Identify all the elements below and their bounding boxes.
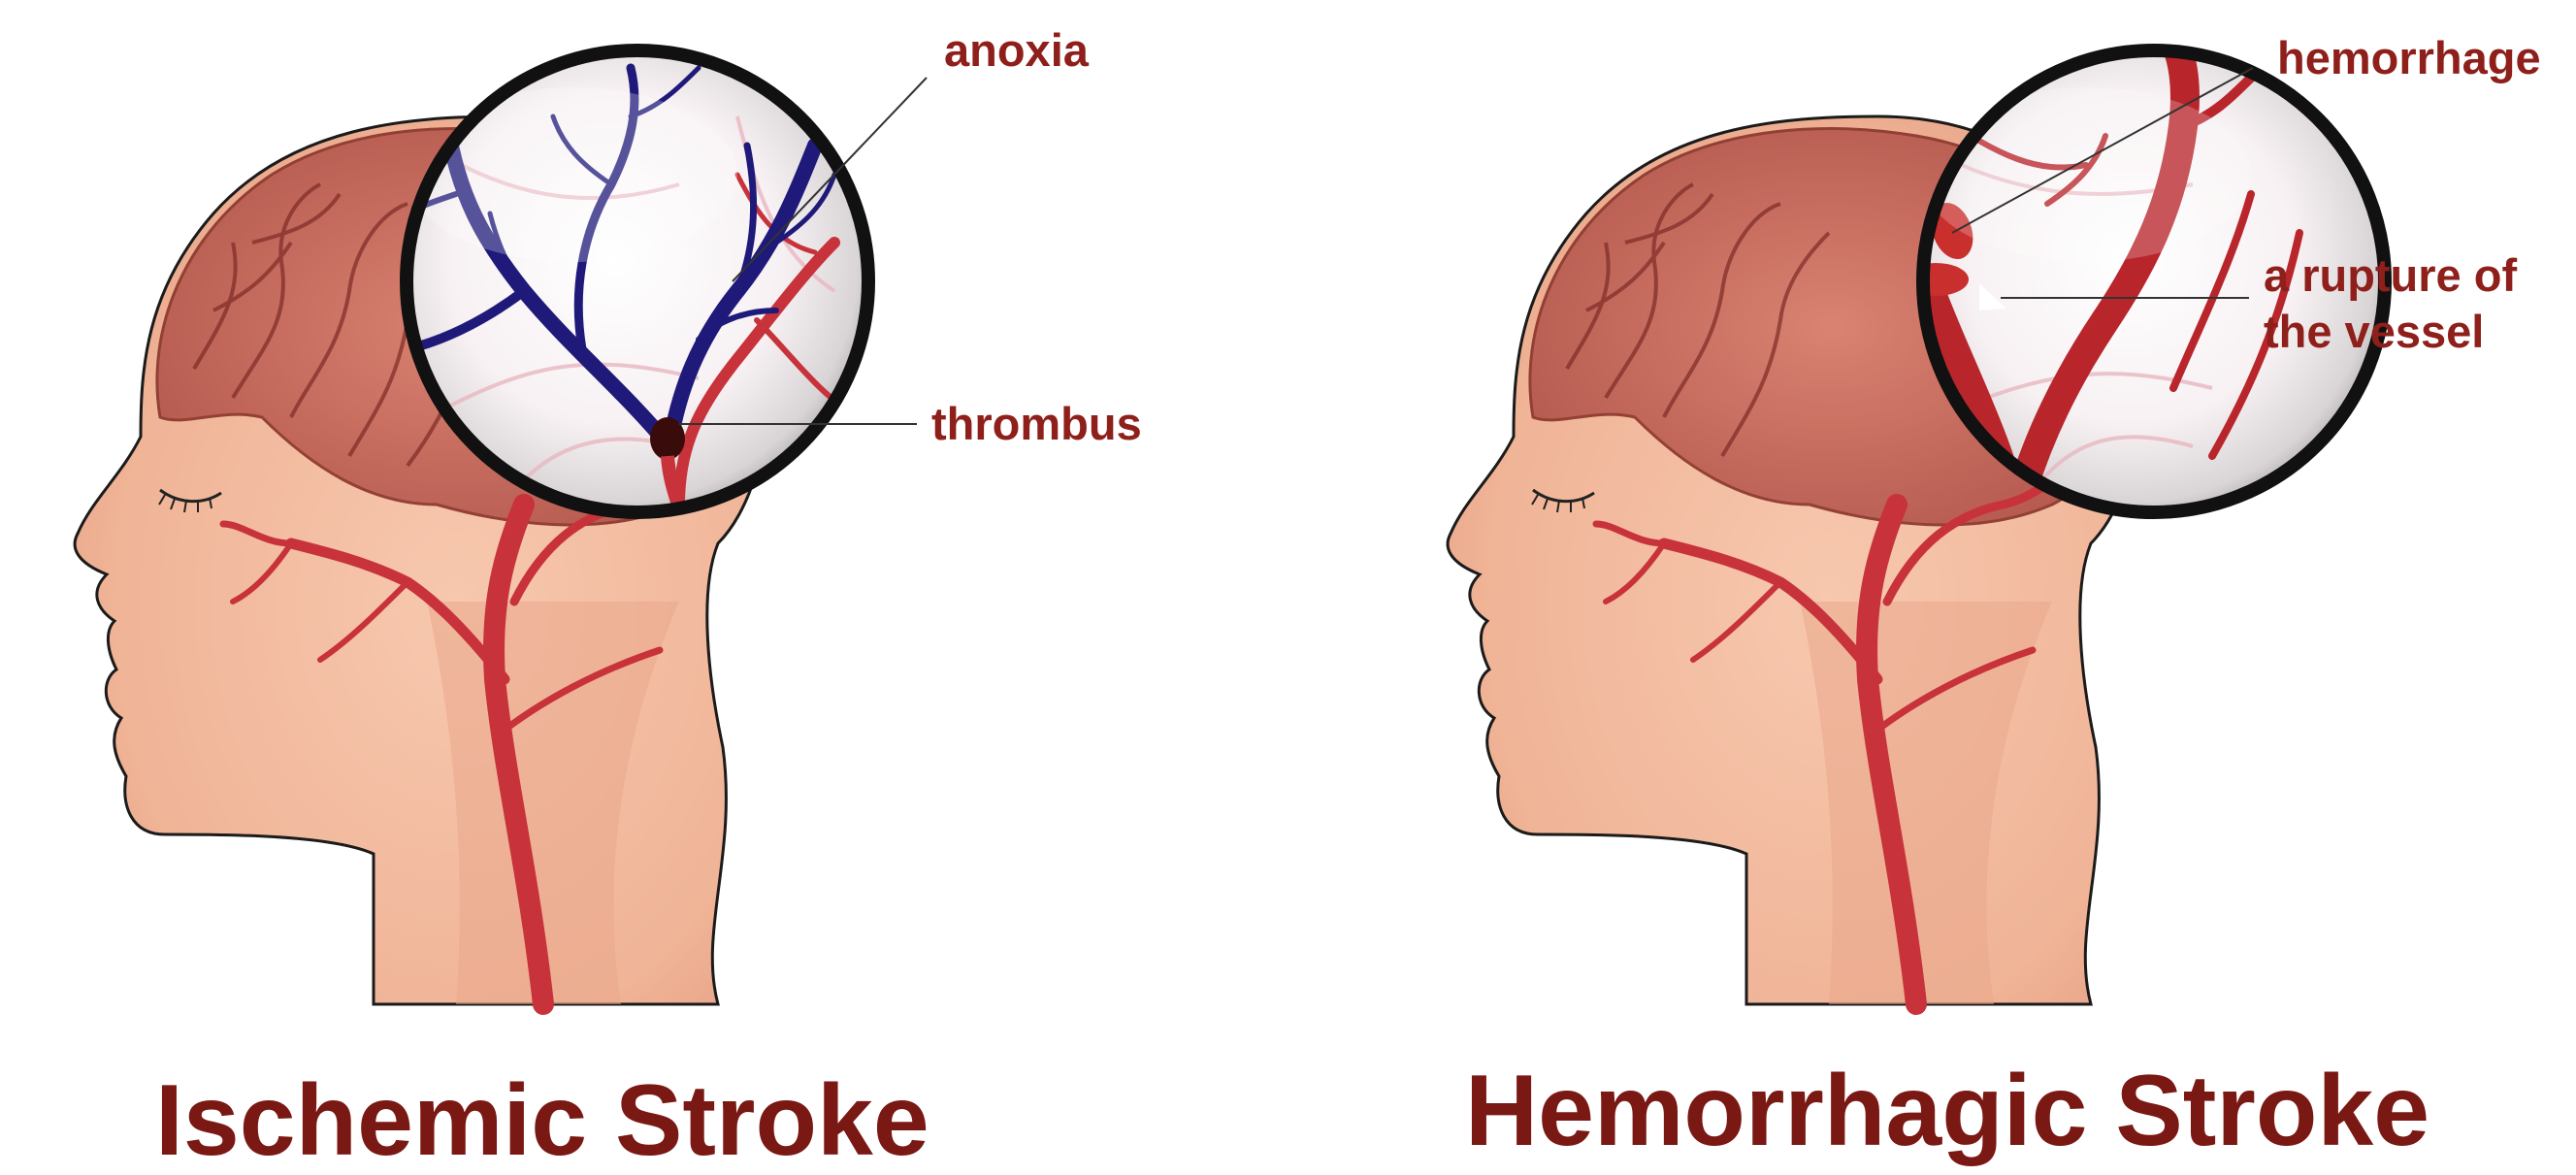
thrombus-label: thrombus (931, 398, 1142, 449)
anoxia-leader (732, 77, 928, 282)
hemorrhagic-panel: hemorrhage a rupture of the vessel Hemor… (1446, 32, 2541, 1167)
hemorrhagic-title: Hemorrhagic Stroke (1465, 1055, 2429, 1167)
ischemic-panel: anoxia thrombus Ischemic Stroke (73, 24, 1142, 1175)
anoxia-label: anoxia (944, 24, 1090, 76)
ischemic-title: Ischemic Stroke (155, 1064, 929, 1175)
hemorrhage-leader (1951, 67, 2254, 234)
rupture-label-line2: the vessel (2264, 306, 2484, 357)
hemorrhage-label: hemorrhage (2277, 32, 2541, 83)
magnifier-lens-icon (400, 44, 875, 519)
magnifier-lens-icon (1916, 44, 2392, 519)
rupture-label-line1: a rupture of (2264, 249, 2517, 301)
